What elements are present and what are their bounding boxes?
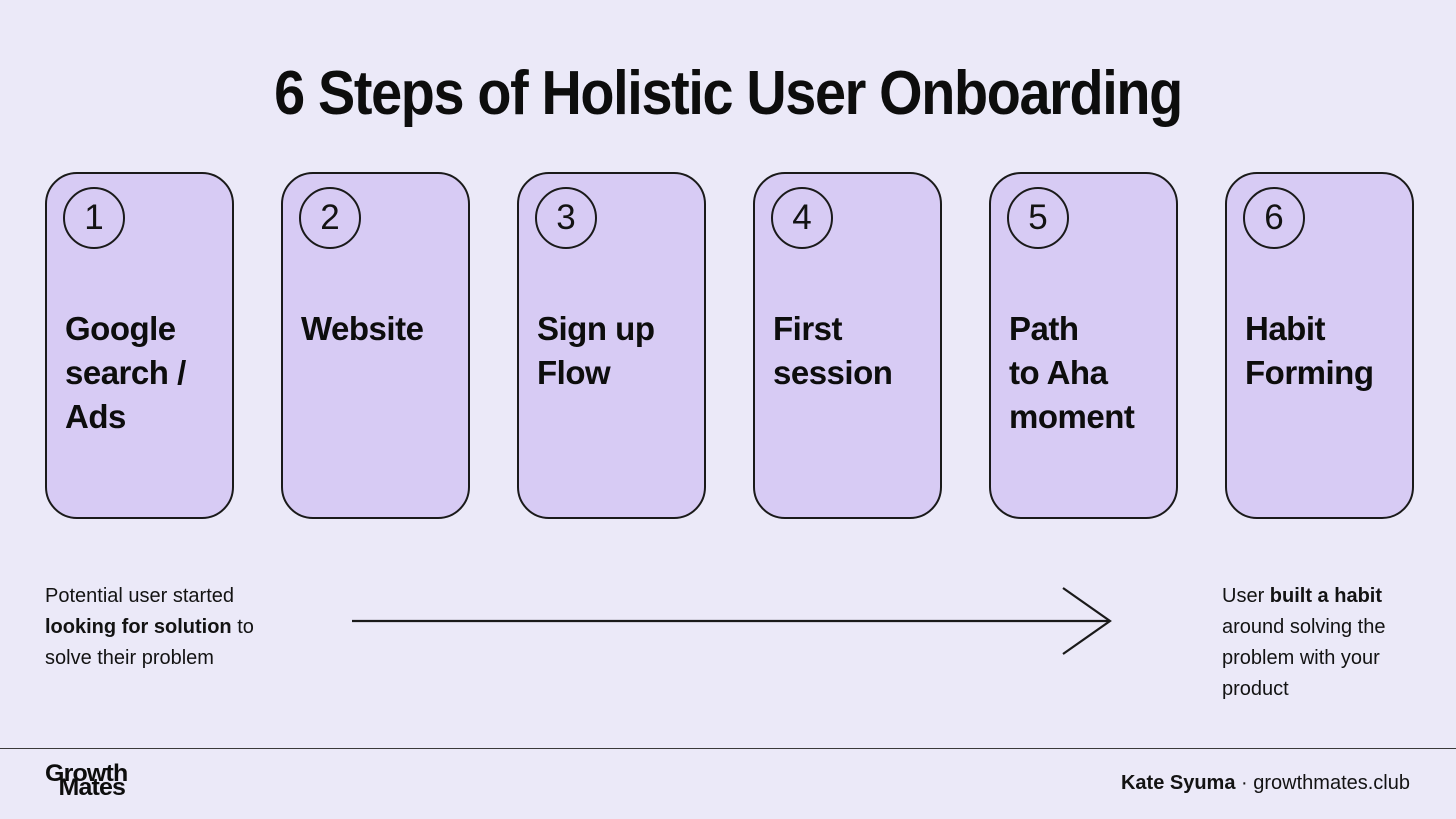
step-label: Path to Aha moment (1009, 310, 1135, 435)
logo-text-mates: Mates (58, 774, 126, 801)
note-text: around solving the problem with your pro… (1222, 616, 1386, 700)
step-number-badge: 3 (535, 187, 597, 249)
note-bold-text: built a habit (1269, 585, 1383, 607)
step-card-2: 2 Website (281, 172, 470, 519)
step-number: 4 (792, 197, 812, 237)
step-card-4: 4 First session (753, 172, 942, 519)
step-number: 6 (1264, 197, 1284, 237)
note-text: User (1222, 585, 1270, 607)
step-number-badge: 2 (299, 187, 361, 249)
step-label: Sign up Flow (537, 310, 655, 391)
logo-text-growth: Growth (45, 760, 128, 787)
step-card-6: 6 Habit Forming (1225, 172, 1414, 519)
journey-start-note: Potential user started looking for solut… (45, 581, 267, 674)
step-number-badge: 1 (63, 187, 125, 249)
dot-separator: · (1235, 772, 1254, 794)
steps-row: 1 Google search / Ads 2 Website 3 Sign u… (45, 172, 1414, 519)
step-number-badge: 5 (1007, 187, 1069, 249)
note-text: to solve their problem (45, 616, 254, 669)
note-text: Potential user started (45, 585, 234, 607)
step-number: 1 (84, 197, 104, 237)
note-bold-text: looking for solution (45, 616, 232, 638)
step-number-badge: 4 (771, 187, 833, 249)
step-label: Google search / Ads (65, 310, 186, 435)
step-card-1: 1 Google search / Ads (45, 172, 234, 519)
author-name: Kate Syuma (1120, 772, 1236, 794)
step-label: Website (301, 310, 424, 347)
footer-divider (0, 748, 1456, 749)
step-number: 2 (320, 197, 340, 237)
step-card-3: 3 Sign up Flow (517, 172, 706, 519)
journey-end-note: User built a habit around solving the pr… (1222, 581, 1427, 705)
step-card-5: 5 Path to Aha moment (989, 172, 1178, 519)
step-number-badge: 6 (1243, 187, 1305, 249)
page-title: 6 Steps of Holistic User Onboarding (274, 59, 1183, 128)
step-number: 5 (1028, 197, 1048, 237)
step-number: 3 (556, 197, 576, 237)
step-label: Habit Forming (1245, 310, 1374, 391)
growthmates-logo: Growth Mates (45, 760, 128, 801)
step-label: First session (773, 310, 893, 391)
site-name: growthmates.club (1253, 772, 1410, 794)
footer-credit: Kate Syuma · growthmates.club (1121, 772, 1410, 795)
